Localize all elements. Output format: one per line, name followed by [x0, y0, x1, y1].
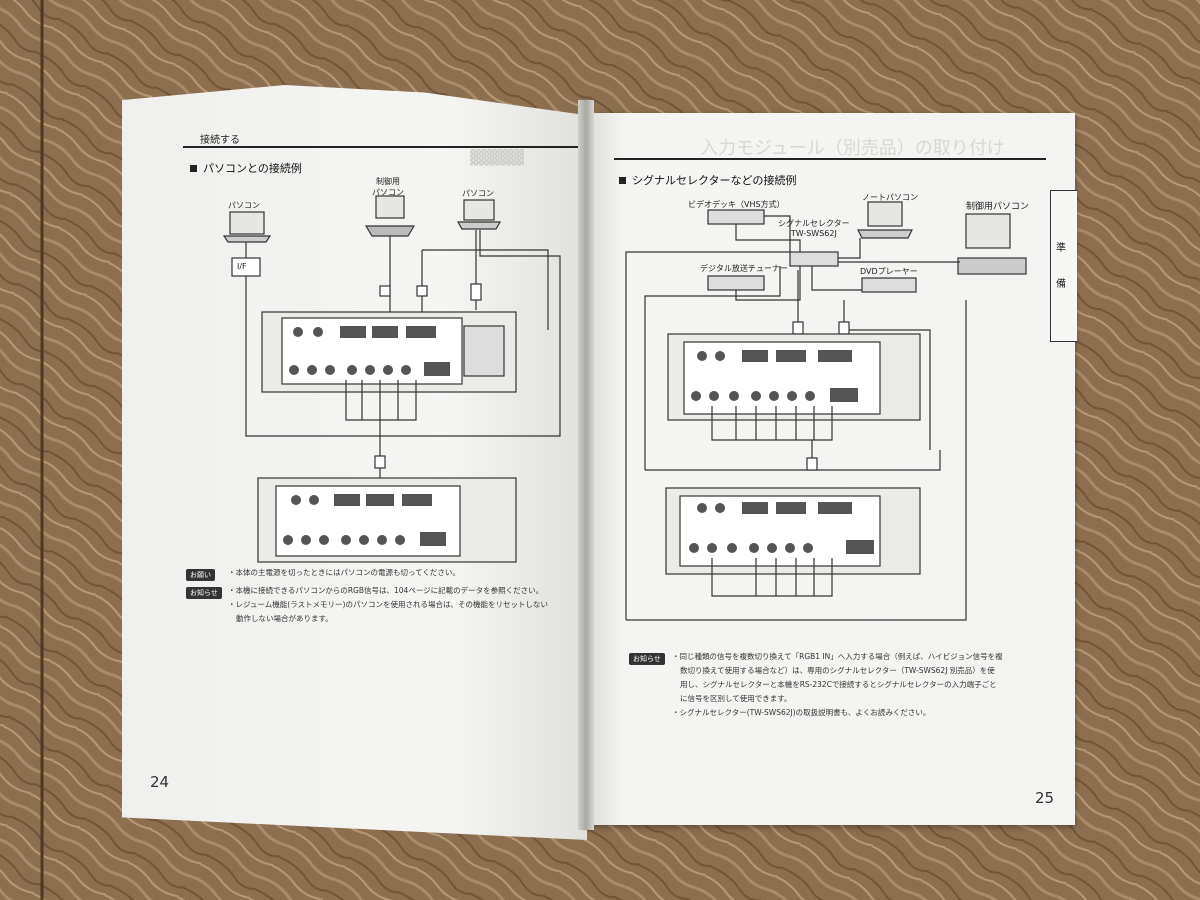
- right-page-number: 25: [1035, 789, 1055, 807]
- label-control-pc: 制御用 パソコン: [372, 177, 404, 197]
- book-gutter: [578, 100, 594, 830]
- signal-selector-icon: [789, 251, 839, 267]
- label-pc-right: パソコン: [462, 189, 494, 198]
- label-signal-selector: シグナルセレクター TW-SWS62J: [778, 219, 850, 238]
- notebook-icon: [867, 201, 903, 227]
- pc-left-icon: [229, 211, 265, 235]
- label-dvd-player: DVDプレーヤー: [860, 267, 918, 276]
- right-note-3: 用し、シグナルセレクターと本機をRS-232Cで接続するとシグナルセレクターの入…: [680, 680, 997, 689]
- show-through-text: ▓▓▓▓▓: [470, 150, 524, 166]
- dvd-player-icon: [861, 277, 917, 293]
- left-note-1: ・本体の主電源を切ったときにはパソコンの電源も切ってください。: [228, 568, 460, 577]
- left-page: [122, 85, 587, 840]
- pc-right-icon: [463, 199, 495, 221]
- control-pc-icon: [375, 195, 405, 219]
- left-header-rule: [183, 146, 578, 148]
- left-note-2: ・本機に接続できるパソコンからのRGB信号は、104ページに記載のデータを参照く…: [228, 586, 544, 595]
- right-note-4: に信号を区別して使用できます。: [680, 694, 792, 703]
- label-notebook: ノートパソコン: [862, 193, 918, 202]
- side-tab-char-2: 備: [1056, 279, 1066, 290]
- left-note-4: 動作しない場合があります。: [236, 614, 333, 623]
- right-section-title: シグナルセレクターなどの接続例: [619, 172, 797, 188]
- right-note-5: ・シグナルセレクター(TW-SWS62J)の取扱説明書も、よくお読みください。: [672, 708, 931, 717]
- left-note-3: ・レジューム機能(ラストメモリー)のパソコンを使用される場合は、その機能をリセッ…: [228, 600, 548, 609]
- side-tab-char-1: 準: [1056, 243, 1066, 254]
- left-section-title: パソコンとの接続例: [190, 160, 302, 176]
- left-running-head: 接続する: [200, 135, 240, 146]
- right-note-2: 数切り換えて使用する場合など）は、専用のシグナルセレクター（TW-SWS62J …: [680, 666, 995, 675]
- label-control-pc-right: 制御用パソコン: [966, 202, 1030, 212]
- note-badge-onegai: お願い: [186, 569, 215, 581]
- right-note-1: ・同じ種類の信号を複数切り換えて「RGB1 IN」へ入力する場合（例えば、ハイビ…: [672, 652, 1003, 661]
- label-pc-left: パソコン: [228, 201, 260, 210]
- right-header-rule: [614, 158, 1046, 160]
- digital-tuner-icon: [707, 275, 765, 291]
- label-digital-tuner: デジタル放送チューナー: [700, 264, 788, 273]
- video-deck-icon: [707, 209, 765, 225]
- label-video-deck: ビデオデッキ（VHS方式）: [688, 200, 785, 209]
- note-badge-oshirase-right: お知らせ: [629, 653, 665, 665]
- label-interface: I/F: [237, 262, 247, 271]
- right-running-head: 入力モジュール（別売品）の取り付け: [700, 138, 1005, 159]
- side-tab-junbi: 準 備: [1050, 190, 1077, 342]
- control-pc-monitor-icon: [965, 213, 1011, 249]
- left-page-number: 24: [150, 773, 170, 791]
- note-badge-oshirase-left: お知らせ: [186, 587, 222, 599]
